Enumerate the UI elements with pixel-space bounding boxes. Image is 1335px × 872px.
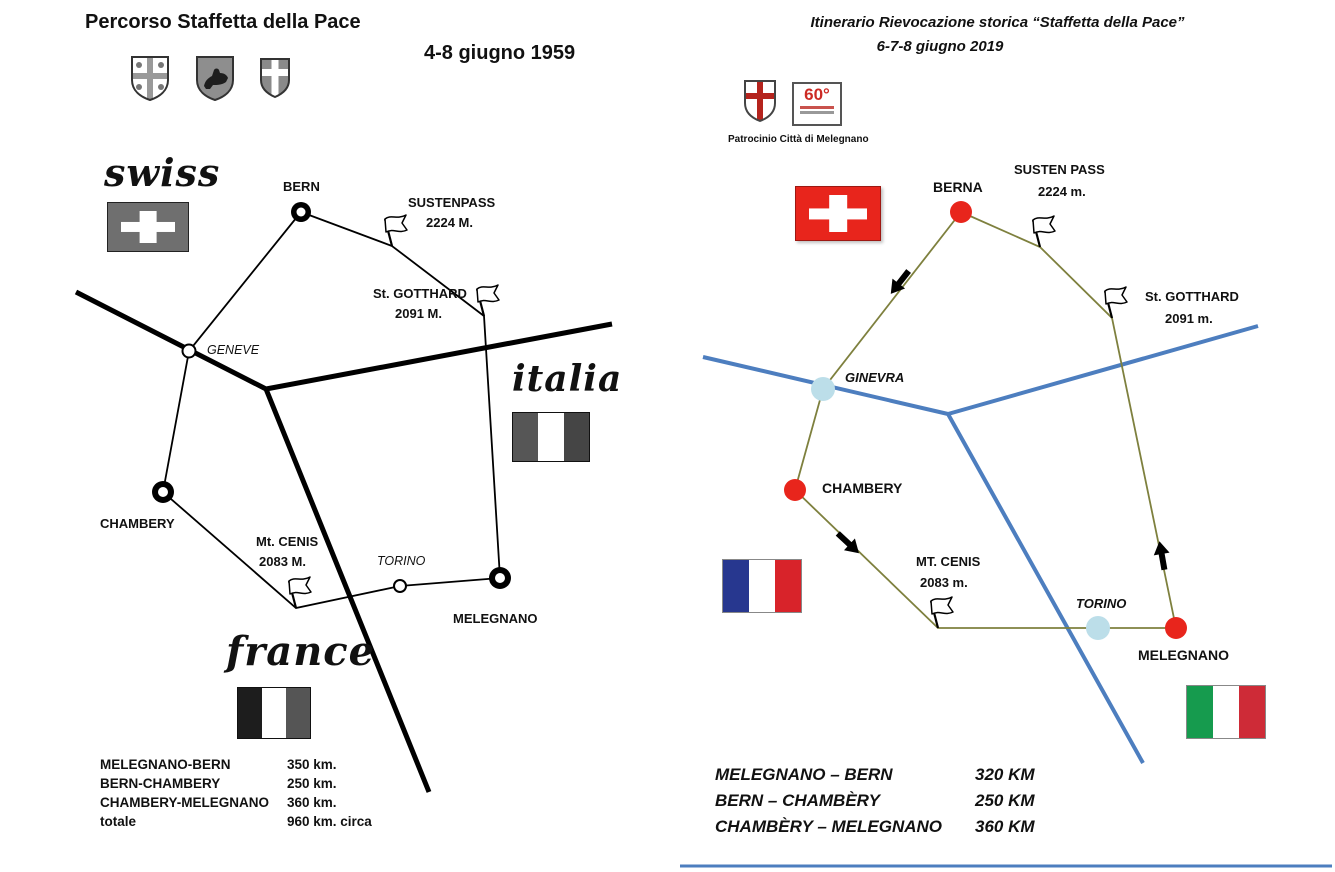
crest-row xyxy=(128,54,292,102)
chambery-node xyxy=(152,481,174,503)
panel-2019-title: Itinerario Rievocazione storica “Staffet… xyxy=(810,14,1185,31)
gotthard-elevation: 2091 m. xyxy=(1165,311,1213,326)
ginevra-node xyxy=(811,377,835,401)
distance-row: totale 960 km. circa xyxy=(100,812,372,831)
panel-1959: Percorso Staffetta della Pace xyxy=(0,0,660,872)
bern-node xyxy=(291,202,311,222)
panel-2019-date: 6-7-8 giugno 2019 xyxy=(876,38,1004,55)
ginevra-label: GINEVRA xyxy=(845,370,905,385)
italia-flag-icon xyxy=(1186,685,1266,739)
torino-node xyxy=(1086,616,1110,640)
cenis-elevation: 2083 M. xyxy=(259,554,306,569)
distance-leg: MELEGNANO-BERN xyxy=(100,757,231,772)
savoia-crest-icon xyxy=(260,58,290,99)
map-1959 xyxy=(74,202,613,793)
anniversary-60-badge: 60° xyxy=(792,82,842,126)
gotthard-name: St. GOTTHARD xyxy=(1145,289,1239,304)
susten-pass-name: SUSTEN PASS xyxy=(1014,162,1105,177)
france-flag-grey-icon xyxy=(237,687,311,739)
map-2019 xyxy=(680,201,1332,868)
melegnano-label: MELEGNANO xyxy=(453,611,538,626)
torino-node xyxy=(393,579,407,593)
distance-km: 350 km. xyxy=(287,757,337,772)
italia-flag-grey-icon xyxy=(512,412,590,462)
chambery-label: CHAMBERY xyxy=(822,480,903,496)
melegnano-node xyxy=(1165,617,1187,639)
france-script-label: france xyxy=(226,628,376,675)
country-borders-1959 xyxy=(74,289,613,793)
distance-leg: totale xyxy=(100,814,137,829)
distance-km: 360 KM xyxy=(975,817,1035,836)
sustenpass-flag-icon xyxy=(383,213,409,248)
geneve-label: GENEVE xyxy=(207,343,260,357)
cenis-name: MT. CENIS xyxy=(916,554,981,569)
distance-row: MELEGNANO – BERN 320 KM xyxy=(715,762,1035,788)
panel-1959-title: Percorso Staffetta della Pace xyxy=(85,11,361,33)
distance-km: 250 KM xyxy=(975,791,1035,810)
cenis-elevation: 2083 m. xyxy=(920,575,968,590)
susten-pass-elevation: 2224 m. xyxy=(1038,184,1086,199)
distance-km: 960 km. circa xyxy=(287,814,372,829)
badge-decor-line xyxy=(800,106,834,109)
distance-leg: BERN-CHAMBERY xyxy=(100,776,221,791)
melegnano-crest-icon xyxy=(744,80,776,123)
distance-leg: MELEGNANO – BERN xyxy=(715,765,893,784)
distance-row: MELEGNANO-BERN 350 km. xyxy=(100,755,372,774)
berna-label: BERNA xyxy=(933,179,983,195)
panel-2019: Itinerario Rievocazione storica “Staffet… xyxy=(660,0,1335,872)
gotthard-elevation: 2091 M. xyxy=(395,306,442,321)
distance-km: 250 km. xyxy=(287,776,337,791)
chambery-node xyxy=(784,479,806,501)
distance-leg: CHAMBERY-MELEGNANO xyxy=(100,795,270,810)
gotthard-flag-icon xyxy=(475,283,501,318)
sustenpass-name: SUSTENPASS xyxy=(408,195,496,210)
cenis-name: Mt. CENIS xyxy=(256,534,319,549)
direction-arrow-icon xyxy=(832,527,865,560)
distance-row: BERN – CHAMBÈRY 250 KM xyxy=(715,788,1035,814)
distance-km: 320 KM xyxy=(975,765,1035,784)
relay-route-2019 xyxy=(793,211,1177,629)
torino-label: TORINO xyxy=(377,554,426,568)
geneve-node xyxy=(181,343,197,359)
badge-60-text: 60° xyxy=(804,85,830,104)
direction-arrow-icon xyxy=(1151,539,1173,572)
susten-pass-flag-icon xyxy=(1031,214,1057,249)
berna-node xyxy=(950,201,972,223)
swiss-script-label: swiss xyxy=(104,150,221,195)
distance-table-1959: MELEGNANO-BERN 350 km. BERN-CHAMBERY 250 k… xyxy=(100,755,372,831)
relay-route-1959 xyxy=(162,211,501,609)
bern-crest-icon xyxy=(196,56,234,102)
swiss-flag-grey-icon xyxy=(107,202,189,252)
distance-leg: CHAMBÈRY – MELEGNANO xyxy=(715,817,943,836)
distance-row: BERN-CHAMBERY 250 km. xyxy=(100,774,372,793)
patronage-label: Patrocinio Città di Melegnano xyxy=(728,134,869,145)
country-borders-2019 xyxy=(702,324,1259,764)
distance-km: 360 km. xyxy=(287,795,337,810)
bern-label: BERN xyxy=(283,179,320,194)
swiss-flag-icon xyxy=(795,186,881,241)
distance-row: CHAMBERY-MELEGNANO 360 km. xyxy=(100,793,372,812)
badge-decor-line xyxy=(800,111,834,114)
melegnano-label: MELEGNANO xyxy=(1138,647,1229,663)
direction-arrow-icon xyxy=(884,266,915,299)
distance-row: CHAMBÈRY – MELEGNANO 360 KM xyxy=(715,814,1035,840)
chambery-label: CHAMBERY xyxy=(100,516,175,531)
france-flag-icon xyxy=(722,559,802,613)
cenis-flag-icon xyxy=(287,575,313,610)
gotthard-name: St. GOTTHARD xyxy=(373,286,467,301)
melegnano-crest-icon xyxy=(131,56,169,102)
sustenpass-elevation: 2224 M. xyxy=(426,215,473,230)
italia-script-label: italia xyxy=(512,358,623,400)
panel-1959-date: 4-8 giugno 1959 xyxy=(424,42,576,64)
melegnano-node xyxy=(489,567,511,589)
distance-leg: BERN – CHAMBÈRY xyxy=(715,791,880,810)
distance-table-2019: MELEGNANO – BERN 320 KM BERN – CHAMBÈRY 25… xyxy=(715,762,1035,840)
torino-label: TORINO xyxy=(1076,596,1127,611)
